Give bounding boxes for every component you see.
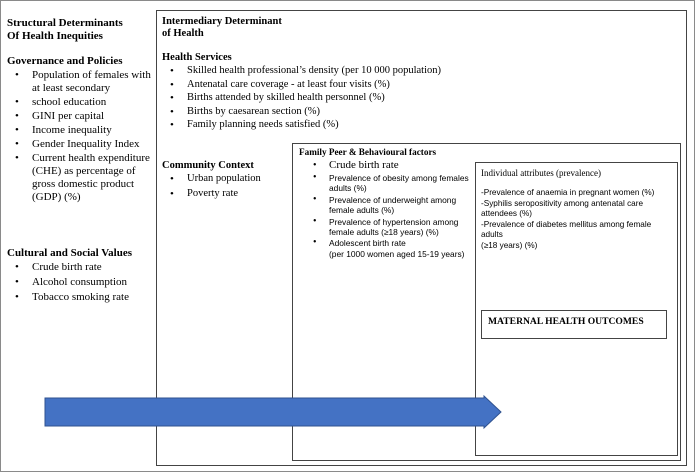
- community-section: Community Context Urban population Pover…: [162, 159, 287, 200]
- cultural-item: Tobacco smoking rate: [7, 291, 152, 304]
- structural-column: Structural Determinants Of Health Inequi…: [7, 17, 152, 204]
- governance-item: Income inequality: [7, 124, 152, 137]
- cultural-item: Alcohol consumption: [7, 276, 152, 289]
- governance-list: Population of females with at least seco…: [7, 69, 152, 204]
- community-item: Poverty rate: [162, 188, 287, 201]
- family-item: Prevalence of underweight among female a…: [299, 195, 475, 216]
- health-services-list: Skilled health professional’s density (p…: [162, 65, 492, 132]
- intermediary-title-line2: of Health: [162, 28, 204, 39]
- individual-line: -Prevalence of diabetes mellitus among f…: [481, 219, 652, 240]
- health-services-heading: Health Services: [162, 52, 232, 63]
- governance-item: Population of females with at least seco…: [7, 69, 152, 95]
- intermediary-title-line1: Intermediary Determinant: [162, 16, 282, 27]
- family-box: [292, 143, 681, 461]
- individual-line: -Prevalence of anaemia in pregnant women…: [481, 188, 655, 197]
- intermediary-title: Intermediary Determinant of Health: [162, 16, 282, 40]
- health-service-item: Births attended by skilled health person…: [162, 92, 492, 105]
- governance-item: school education: [7, 96, 152, 109]
- structural-title-line2: Of Health Inequities: [7, 30, 103, 42]
- health-service-item: Births by caesarean section (%): [162, 106, 492, 119]
- family-heading: Family Peer & Behavioural factors: [299, 147, 437, 157]
- structural-title: Structural Determinants Of Health Inequi…: [7, 17, 152, 43]
- individual-section: Individual attributes (prevalence) -Prev…: [481, 168, 673, 251]
- health-service-item: Skilled health professional’s density (p…: [162, 65, 492, 78]
- health-service-item: Antenatal care coverage - at least four …: [162, 79, 492, 92]
- cultural-section: Cultural and Social Values Crude birth r…: [7, 247, 152, 304]
- family-item: Prevalence of obesity among females adul…: [299, 173, 475, 194]
- family-section: Family Peer & Behavioural factors Crude …: [299, 147, 475, 259]
- arrow-shape: [44, 394, 502, 430]
- family-list: Crude birth rate Prevalence of obesity a…: [299, 159, 475, 249]
- family-item: Prevalence of hypertension among female …: [299, 217, 475, 238]
- individual-line: -Syphilis seropositivity among antenatal…: [481, 198, 644, 219]
- community-item: Urban population: [162, 173, 287, 186]
- cultural-item: Crude birth rate: [7, 261, 152, 274]
- community-list: Urban population Poverty rate: [162, 173, 287, 200]
- intermediary-box: [156, 10, 687, 466]
- health-service-item: Family planning needs satisfied (%): [162, 119, 492, 132]
- cultural-list: Crude birth rate Alcohol consumption Tob…: [7, 261, 152, 304]
- individual-heading: Individual attributes (prevalence): [481, 168, 601, 178]
- family-item: Adolescent birth rate: [299, 238, 475, 249]
- individual-box: [475, 162, 678, 456]
- governance-heading: Governance and Policies: [7, 55, 123, 67]
- governance-item: Current health expenditure (CHE) as perc…: [7, 152, 152, 204]
- family-item: Crude birth rate: [299, 159, 475, 172]
- individual-line: (≥18 years) (%): [481, 240, 538, 250]
- governance-item: GINI per capital: [7, 110, 152, 123]
- adolescent-note: (per 1000 women aged 15-19 years): [329, 248, 465, 259]
- health-services-section: Health Services Skilled health professio…: [162, 51, 492, 132]
- cultural-heading: Cultural and Social Values: [7, 247, 133, 259]
- outcome-box: [481, 310, 667, 339]
- outcome-label: MATERNAL HEALTH OUTCOMES: [488, 316, 644, 327]
- community-heading: Community Context: [162, 160, 254, 171]
- structural-title-line1: Structural Determinants: [7, 17, 123, 29]
- governance-item: Gender Inequality Index: [7, 138, 152, 151]
